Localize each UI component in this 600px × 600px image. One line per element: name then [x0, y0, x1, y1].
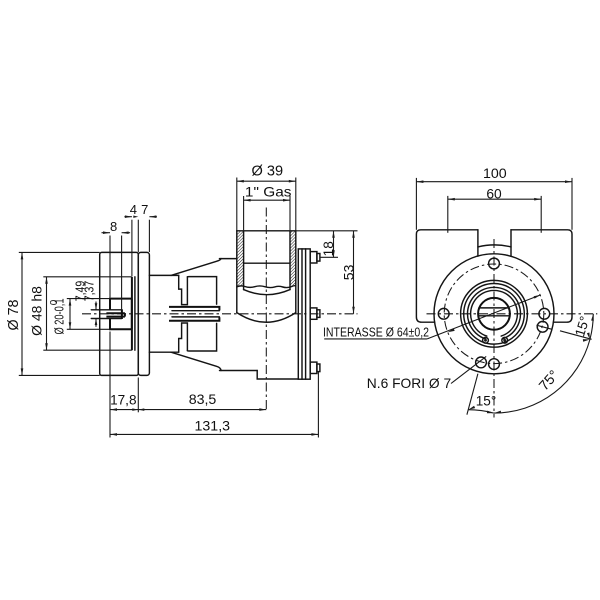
svg-text:7: 7 — [141, 202, 148, 217]
svg-text:Ø 48 h8: Ø 48 h8 — [29, 286, 45, 336]
svg-text:100: 100 — [483, 166, 507, 182]
svg-text:4: 4 — [130, 202, 137, 217]
svg-text:53: 53 — [340, 264, 356, 280]
svg-text:18: 18 — [321, 241, 336, 256]
svg-text:Ø 39: Ø 39 — [251, 164, 283, 180]
svg-text:17,8: 17,8 — [110, 392, 136, 407]
svg-text:7,37: 7,37 — [82, 281, 96, 302]
svg-text:131,3: 131,3 — [195, 418, 231, 434]
svg-text:Ø 78: Ø 78 — [6, 299, 22, 330]
svg-text:Ø 20-0,1: Ø 20-0,1 — [53, 298, 67, 334]
svg-text:0: 0 — [49, 299, 60, 305]
svg-text:1" Gas: 1" Gas — [245, 184, 292, 199]
svg-text:15°: 15° — [572, 314, 592, 338]
svg-text:15°: 15° — [476, 394, 497, 409]
svg-text:N.6 FORI Ø 7: N.6 FORI Ø 7 — [367, 376, 451, 391]
svg-text:83,5: 83,5 — [189, 392, 217, 408]
svg-text:INTERASSE Ø 64±0,2: INTERASSE Ø 64±0,2 — [323, 325, 429, 340]
svg-text:60: 60 — [486, 186, 502, 201]
svg-text:7,49: 7,49 — [74, 281, 88, 302]
svg-text:8: 8 — [110, 219, 117, 234]
